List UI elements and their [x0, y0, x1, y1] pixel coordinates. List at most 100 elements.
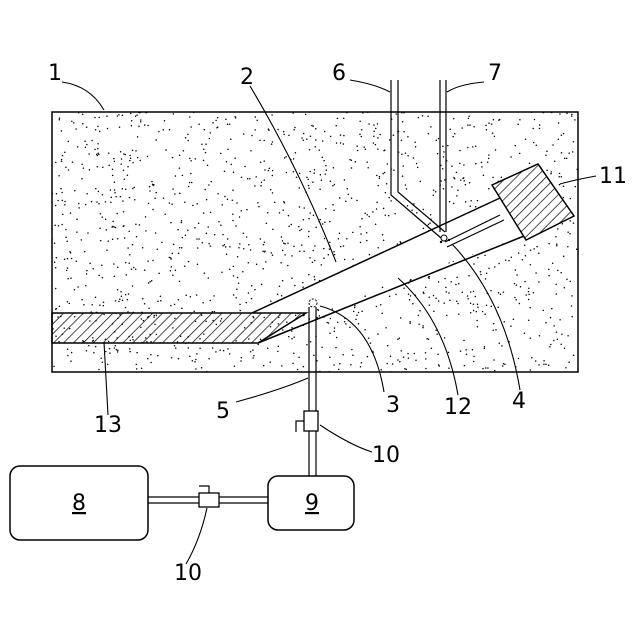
stipple-dot	[440, 180, 442, 182]
stipple-dot	[158, 273, 160, 275]
stipple-dot	[307, 179, 309, 181]
stipple-dot	[308, 218, 310, 220]
stipple-dot	[475, 206, 477, 208]
label-6: 6	[332, 61, 346, 86]
stipple-dot	[118, 301, 120, 303]
stipple-dot	[319, 149, 321, 151]
stipple-dot	[397, 338, 399, 340]
stipple-dot	[284, 243, 286, 245]
stipple-dot	[353, 311, 355, 313]
stipple-dot	[78, 207, 80, 209]
stipple-dot	[246, 302, 248, 304]
stipple-dot	[384, 172, 386, 174]
stipple-dot	[109, 348, 111, 350]
stipple-dot	[291, 330, 293, 332]
stipple-dot	[210, 300, 212, 302]
stipple-dot	[170, 270, 172, 272]
stipple-dot	[510, 156, 512, 158]
stipple-dot	[486, 304, 488, 306]
stipple-dot	[402, 175, 404, 177]
stipple-dot	[298, 226, 300, 228]
stipple-dot	[498, 292, 500, 294]
stipple-dot	[309, 212, 311, 214]
stipple-dot	[473, 126, 475, 128]
stipple-dot	[485, 278, 487, 280]
stipple-dot	[569, 220, 571, 222]
stipple-dot	[543, 310, 545, 312]
stipple-dot	[407, 155, 409, 157]
stipple-dot	[198, 238, 200, 240]
stipple-dot	[112, 226, 114, 228]
stipple-dot	[573, 355, 575, 357]
stipple-dot	[112, 175, 114, 177]
stipple-dot	[76, 218, 78, 220]
stipple-dot	[268, 128, 270, 130]
stipple-dot	[212, 311, 214, 313]
label-5: 5	[216, 399, 230, 424]
stipple-dot	[222, 245, 224, 247]
stipple-dot	[187, 229, 189, 231]
stipple-dot	[389, 295, 391, 297]
stipple-dot	[116, 349, 118, 351]
stipple-dot	[136, 368, 138, 370]
stipple-dot	[437, 353, 439, 355]
stipple-dot	[563, 256, 565, 258]
stipple-dot	[144, 124, 146, 126]
stipple-dot	[67, 258, 69, 260]
stipple-dot	[170, 257, 172, 259]
stipple-dot	[538, 253, 540, 255]
stipple-dot	[335, 347, 337, 349]
stipple-dot	[423, 209, 425, 211]
stipple-dot	[430, 126, 432, 128]
stipple-dot	[170, 305, 172, 307]
stipple-dot	[107, 128, 109, 130]
stipple-dot	[227, 348, 229, 350]
stipple-dot	[271, 143, 273, 145]
stipple-dot	[312, 261, 314, 263]
stipple-dot	[456, 301, 458, 303]
stipple-dot	[491, 306, 493, 308]
stipple-dot	[360, 242, 362, 244]
stipple-dot	[430, 214, 432, 216]
stipple-dot	[309, 257, 311, 259]
stipple-dot	[463, 340, 465, 342]
stipple-dot	[95, 188, 97, 190]
stipple-dot	[236, 289, 238, 291]
stipple-dot	[145, 216, 147, 218]
stipple-dot	[329, 332, 331, 334]
stipple-dot	[516, 274, 518, 276]
stipple-dot	[103, 305, 105, 307]
stipple-dot	[344, 321, 346, 323]
stipple-dot	[241, 357, 243, 359]
stipple-dot	[329, 248, 331, 250]
stipple-dot	[485, 125, 487, 127]
stipple-dot	[522, 259, 524, 261]
stipple-dot	[437, 153, 439, 155]
stipple-dot	[345, 200, 347, 202]
label-10-right: 10	[372, 443, 400, 468]
stipple-dot	[385, 214, 387, 216]
stipple-dot	[305, 114, 307, 116]
stipple-dot	[375, 128, 377, 130]
stipple-dot	[147, 125, 149, 127]
stipple-dot	[343, 143, 345, 145]
stipple-dot	[514, 297, 516, 299]
stipple-dot	[137, 136, 139, 138]
stipple-dot	[476, 320, 478, 322]
stipple-dot	[550, 344, 552, 346]
stipple-dot	[407, 205, 409, 207]
stipple-dot	[240, 360, 242, 362]
stipple-dot	[488, 122, 490, 124]
stipple-dot	[122, 188, 124, 190]
stipple-dot	[555, 236, 557, 238]
stipple-dot	[511, 256, 513, 258]
stipple-dot	[187, 134, 189, 136]
stipple-dot	[91, 304, 93, 306]
stipple-dot	[375, 223, 377, 225]
stipple-dot	[192, 205, 194, 207]
stipple-dot	[381, 312, 383, 314]
stipple-dot	[567, 231, 569, 233]
stipple-dot	[486, 129, 488, 131]
stipple-dot	[571, 114, 573, 116]
stipple-dot	[360, 233, 362, 235]
